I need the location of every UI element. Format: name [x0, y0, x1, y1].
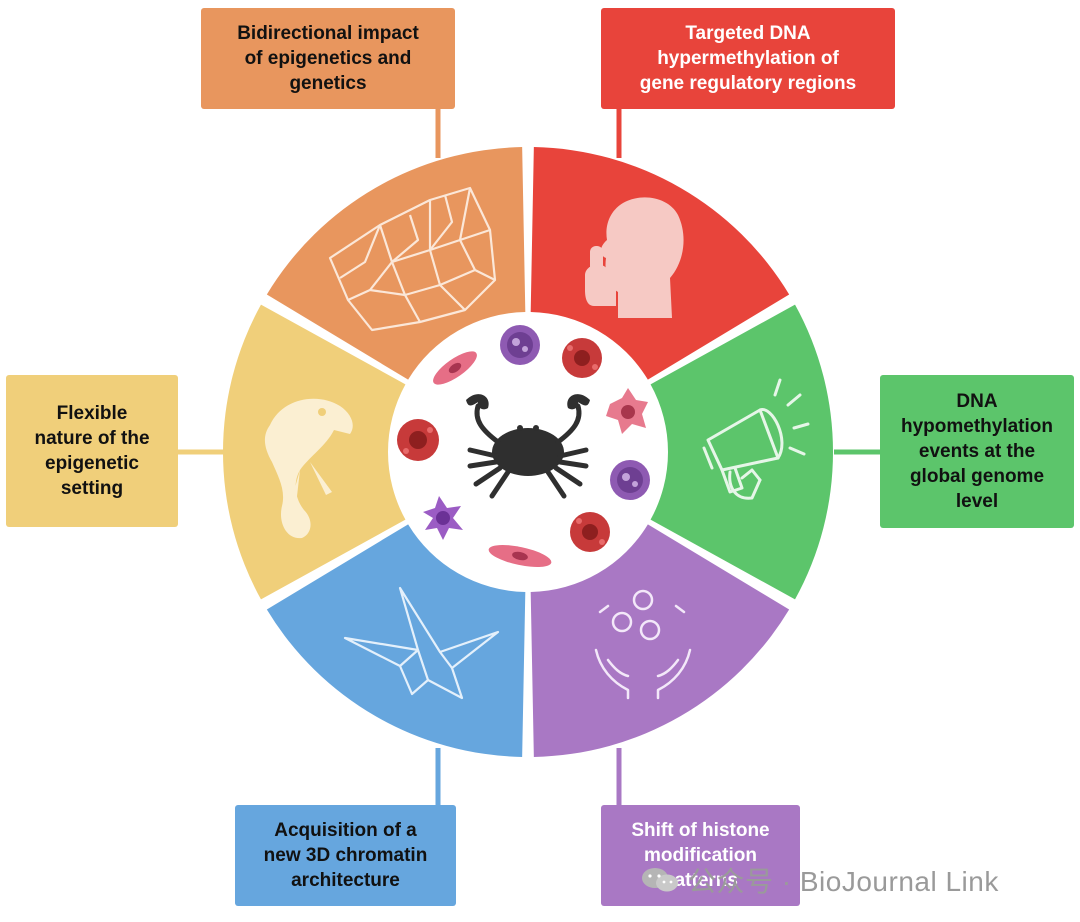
cell-icon	[423, 496, 463, 540]
label-hypomethylation-text: DNA hypomethylation events at the global…	[900, 391, 1053, 512]
label-bidirectional: Bidirectional impact of epigenetics and …	[201, 8, 455, 109]
label-targeted-text: Targeted DNA hypermethylation of gene re…	[639, 23, 857, 94]
cell-icon	[610, 460, 650, 500]
silence-head-icon	[585, 197, 684, 318]
origami-crane-icon	[343, 586, 500, 700]
segment-chromatin	[266, 524, 526, 757]
label-histone-text: Shift of histone modification patterns	[631, 820, 770, 891]
segment-bidirectional	[266, 147, 526, 380]
cell-icon	[397, 419, 439, 461]
megaphone-hand-icon	[702, 378, 810, 500]
label-chromatin-text: Acquisition of a new 3D chromatin archit…	[263, 820, 428, 891]
cell-icon	[606, 388, 648, 434]
watermark: 公众号 · BioJournal Link	[640, 858, 1070, 902]
cell-icon	[433, 351, 477, 385]
connector-lines	[178, 108, 882, 806]
label-flexible-text: Flexible nature of the epigenetic settin…	[34, 403, 150, 499]
cell-icon	[488, 544, 552, 568]
cell-icon	[500, 325, 540, 365]
label-hypomethylation: DNA hypomethylation events at the global…	[880, 375, 1074, 528]
label-flexible: Flexible nature of the epigenetic settin…	[6, 375, 178, 527]
wechat-icon	[642, 868, 678, 892]
chameleon-icon	[264, 398, 353, 539]
segment-histone	[530, 524, 790, 757]
cracked-tile-icon	[328, 186, 497, 332]
cell-icon	[570, 512, 610, 552]
label-histone: Shift of histone modification patterns	[601, 805, 800, 906]
label-chromatin: Acquisition of a new 3D chromatin archit…	[235, 805, 456, 906]
label-targeted: Targeted DNA hypermethylation of gene re…	[601, 8, 895, 109]
segment-hypomethylation	[650, 304, 834, 600]
watermark-text: 公众号 · BioJournal Link	[688, 866, 999, 897]
label-bidirectional-text: Bidirectional impact of epigenetics and …	[237, 23, 419, 94]
crab-icon	[466, 394, 590, 499]
juggling-hands-icon	[594, 589, 692, 700]
cell-ring	[397, 325, 650, 568]
cell-icon	[562, 338, 602, 378]
